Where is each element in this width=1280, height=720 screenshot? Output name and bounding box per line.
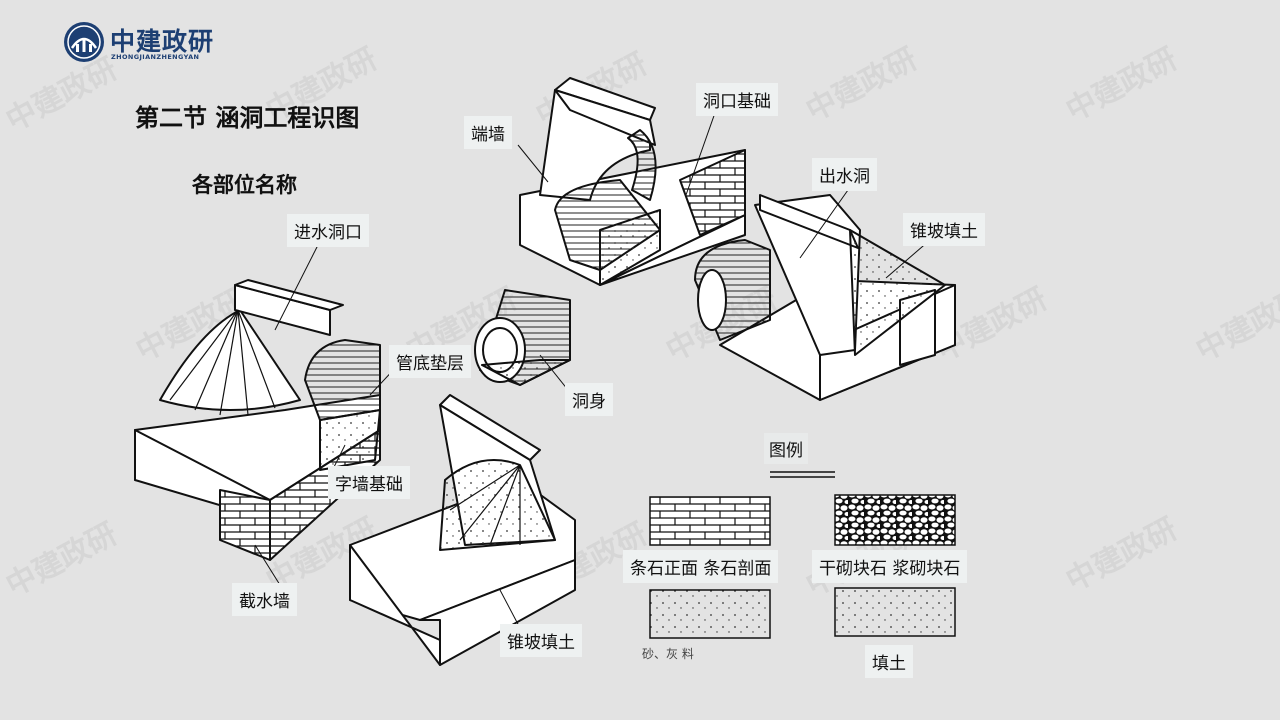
legend-swatch-sand xyxy=(649,589,771,639)
page-title: 第二节 涵洞工程识图 xyxy=(135,104,360,132)
section-subtitle: 各部位名称 xyxy=(192,173,297,197)
label-culvert-body: 洞身 xyxy=(565,383,613,416)
label-pipe-bedding: 管底垫层 xyxy=(389,345,471,378)
logo: 中建政研 ZHONGJIANZHENGYAN xyxy=(62,20,262,64)
logo-emblem-icon xyxy=(64,22,104,62)
legend-swatch-fill xyxy=(834,587,956,637)
legend-label-fill: 填土 xyxy=(865,645,913,678)
logo-subtitle: ZHONGJIANZHENGYAN xyxy=(111,53,200,61)
label-cutoff-wall: 截水墙 xyxy=(232,583,297,616)
label-outlet: 出水洞 xyxy=(812,158,877,191)
legend-label-masonry: 条石正面 条石剖面 xyxy=(623,550,779,583)
label-wing-wall-foundation: 字墙基础 xyxy=(328,466,410,499)
label-cone-fill-top: 锥坡填土 xyxy=(903,213,985,246)
legend-label-sand: 砂、灰 料 xyxy=(642,647,694,661)
legend-swatch-rubble xyxy=(834,494,956,546)
logo-name: 中建政研 xyxy=(110,27,215,56)
legend-swatch-masonry-face xyxy=(649,496,771,546)
label-inlet: 进水洞口 xyxy=(287,214,369,247)
label-cone-fill-bottom: 锥坡填土 xyxy=(500,624,582,657)
label-end-wall: 端墙 xyxy=(464,116,512,149)
legend-title: 图例 xyxy=(764,433,808,464)
label-entrance-foundation: 洞口基础 xyxy=(696,83,778,116)
legend-label-rubble: 干砌块石 浆砌块石 xyxy=(812,550,968,583)
